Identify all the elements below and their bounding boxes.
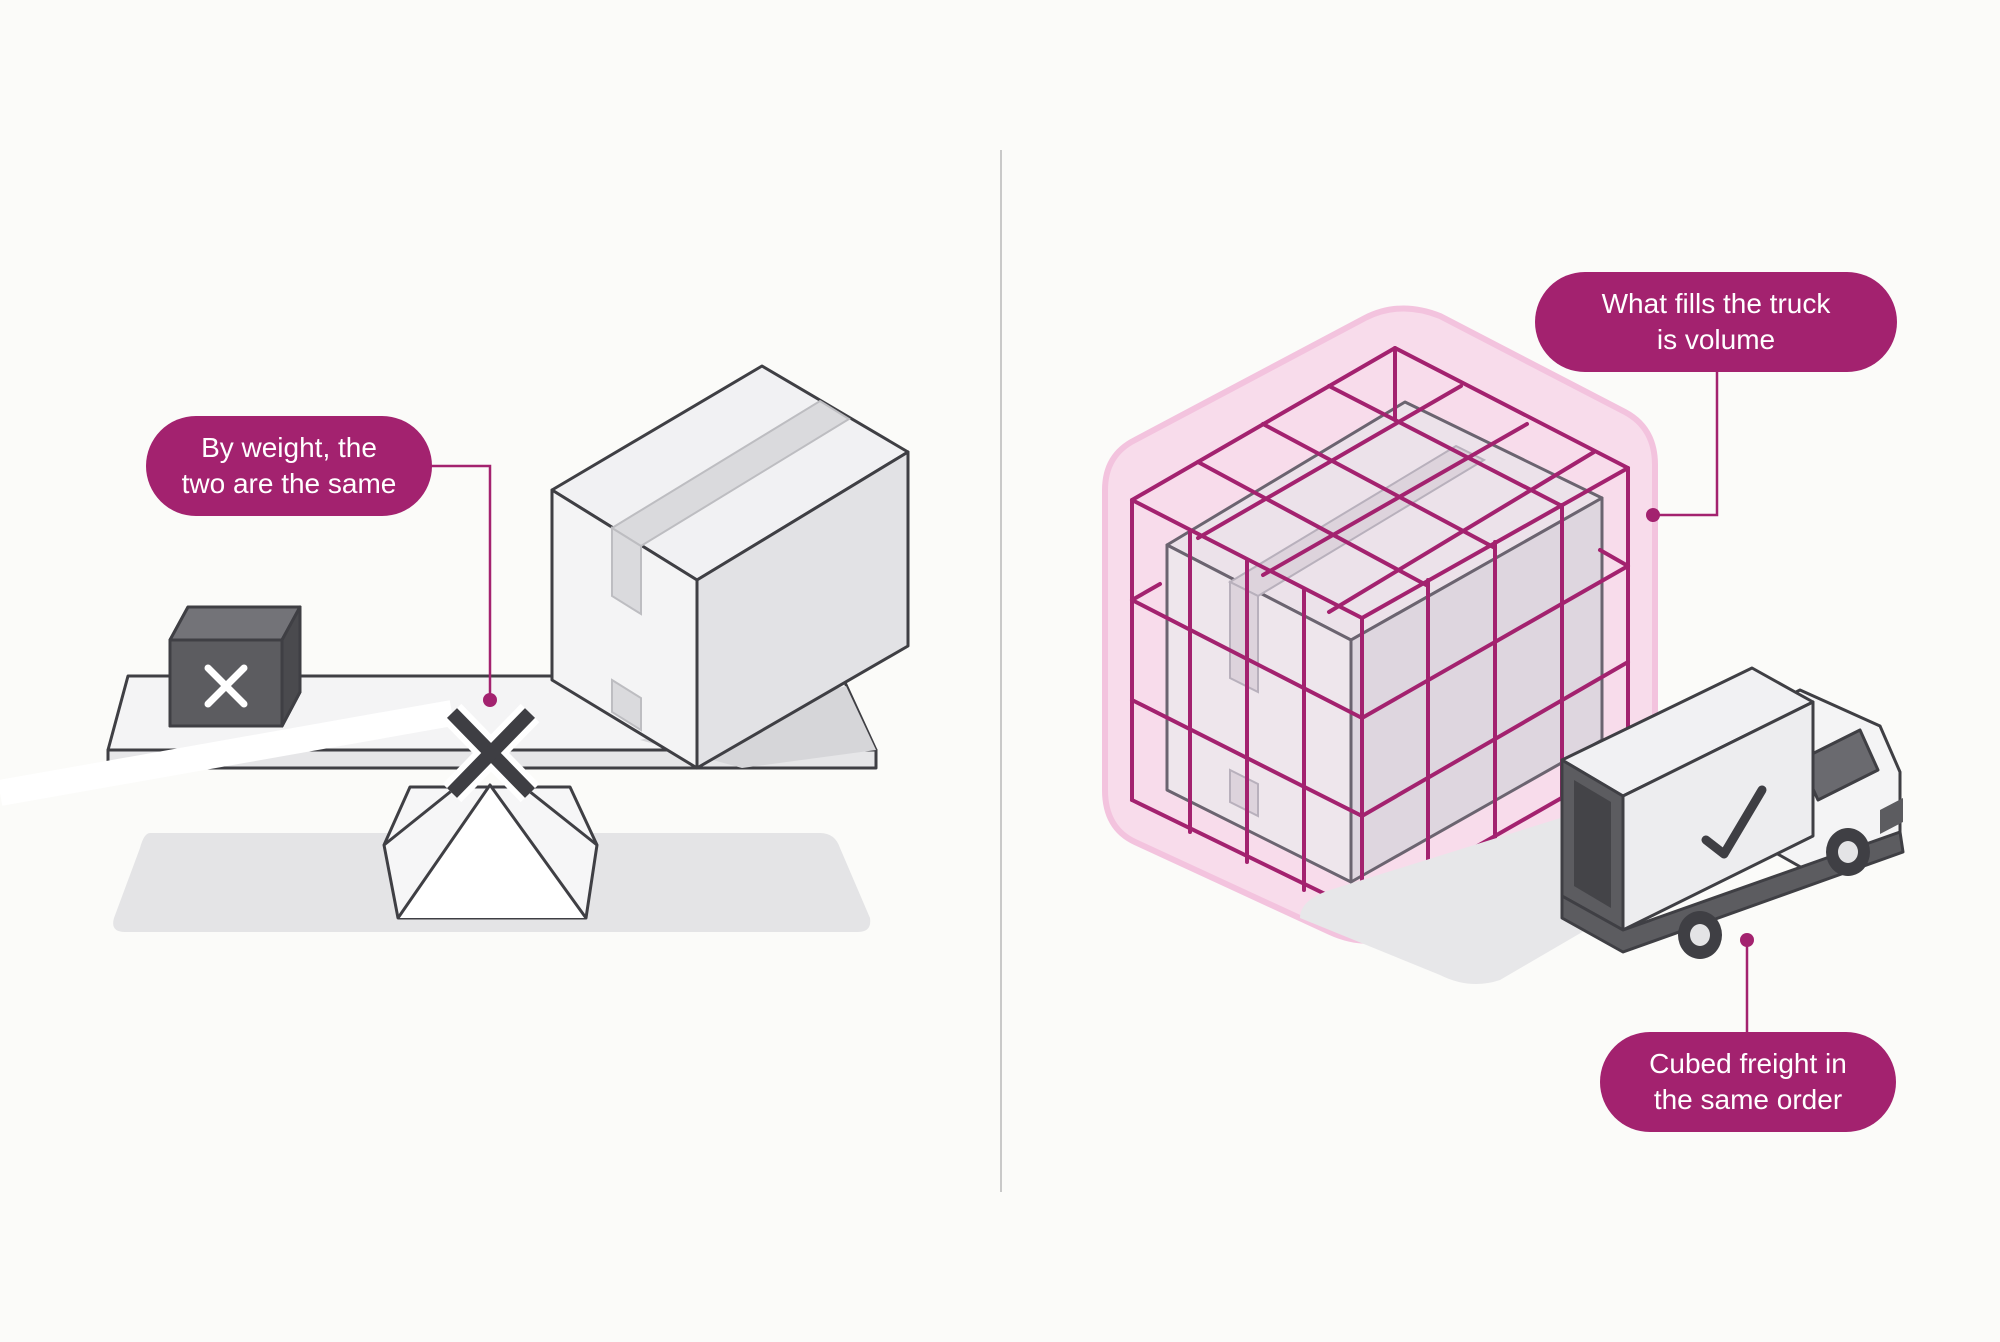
volume-illustration (1102, 305, 1905, 1032)
weight-callout-line2: two are the same (181, 468, 397, 499)
seesaw-illustration (0, 364, 910, 932)
weight-callout-leader (430, 464, 497, 707)
truck-wheel-icon (1678, 828, 1870, 959)
checkmark-icon (1701, 785, 1767, 859)
freight-callout-leader (1740, 933, 1754, 1032)
seesaw-fulcrum-icon (382, 758, 599, 920)
volume-callout-line1: What fills the truck (1601, 288, 1831, 319)
large-box-icon (550, 364, 910, 770)
weight-callout-line1: By weight, the (201, 432, 377, 463)
weight-callout: By weight, the two are the same (146, 416, 432, 516)
panel-divider (1000, 150, 1002, 1192)
delivery-truck-icon (1300, 666, 1905, 984)
weight-panel: By weight, the two are the same (0, 364, 910, 932)
small-dense-box-icon (168, 605, 302, 728)
volume-callout-leader (1646, 372, 1719, 522)
volume-cage-icon (1130, 346, 1630, 914)
volume-callout: What fills the truck is volume (1535, 272, 1897, 372)
freight-callout: Cubed freight in the same order (1600, 1032, 1896, 1132)
x-mark-icon (204, 664, 248, 708)
freight-callout-line1: Cubed freight in (1649, 1048, 1847, 1079)
freight-callout-line2: the same order (1653, 1084, 1843, 1115)
x-mark-icon (0, 700, 540, 806)
volume-panel: What fills the truck is volume Cubed fre… (1000, 0, 2000, 1342)
volume-callout-line2: is volume (1656, 324, 1776, 355)
